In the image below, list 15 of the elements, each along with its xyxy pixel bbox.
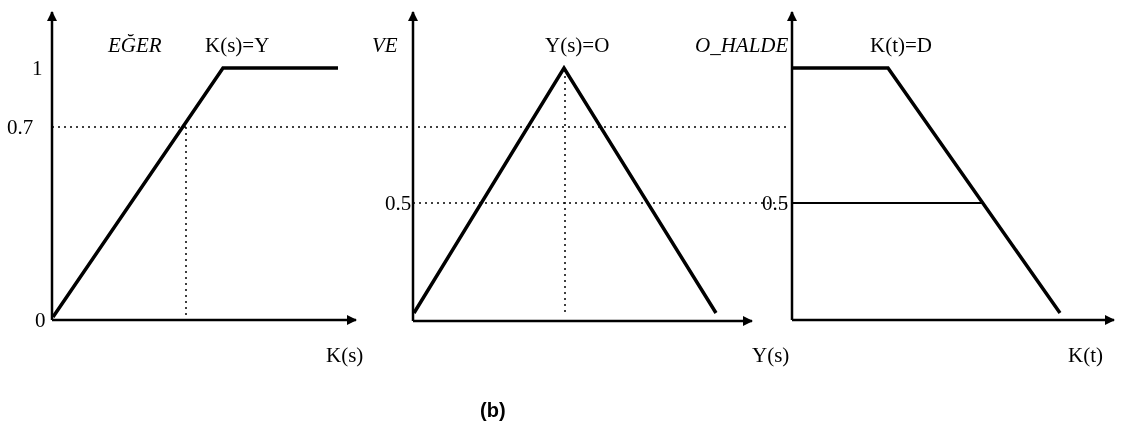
caption: (b) (480, 398, 506, 422)
axis-title: K(t) (1068, 343, 1103, 367)
rule-keyword: O_HALDE (695, 33, 789, 57)
fuzzy-set-label: K(t)=D (870, 33, 932, 57)
tick-label: 0.5 (385, 191, 412, 215)
axis-title: K(s) (326, 343, 364, 367)
rule-keyword: EĞER (108, 33, 162, 57)
tick-label: 0.7 (7, 115, 34, 139)
tick-label: 1 (32, 56, 43, 80)
rule-keyword: VE (372, 33, 398, 57)
tick-label: 0 (35, 308, 46, 332)
axis-title: Y(s) (752, 343, 790, 367)
tick-label: 0.5 (762, 191, 789, 215)
fuzzy-set-label: Y(s)=O (545, 33, 610, 57)
fuzzy-set-label: K(s)=Y (205, 33, 270, 57)
